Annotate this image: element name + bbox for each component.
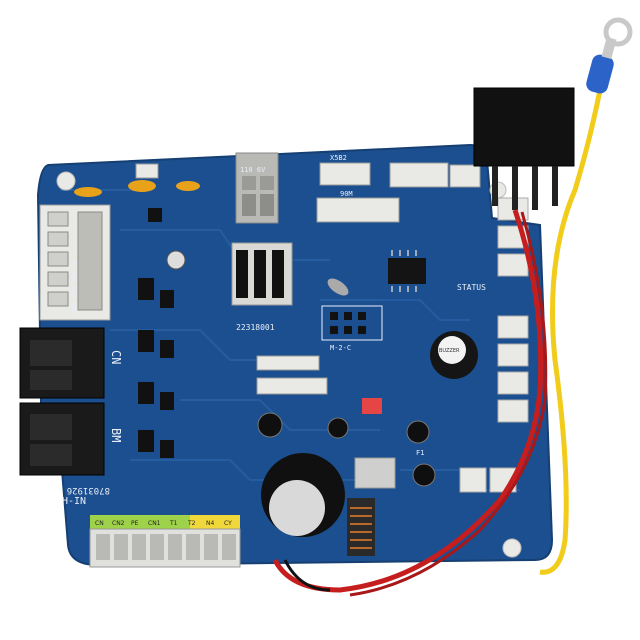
pin-label: T2 (187, 520, 196, 527)
pin-label: CN2 (112, 520, 125, 527)
transistor-column (138, 208, 174, 458)
pin-label: CY (224, 520, 232, 527)
ring-terminal-icon (603, 17, 633, 47)
capacitor-icon (406, 420, 430, 444)
pin-label: N4 (206, 520, 214, 527)
header-strip (256, 377, 328, 395)
jumper-label: M-2-C (330, 344, 351, 352)
x5b2-label: X5B2 (330, 154, 347, 162)
heatsink (231, 242, 293, 306)
top-connector-x5b2 (319, 162, 371, 186)
status-label: STATUS (457, 283, 486, 292)
top-connector-far (449, 164, 481, 188)
header-strip (256, 355, 320, 371)
pin-label: CN1 (148, 520, 161, 527)
ring-terminal-sleeve (586, 54, 614, 94)
red-wire-2 (349, 211, 548, 597)
led-component (362, 398, 382, 414)
ic-chip (388, 258, 426, 284)
h-in-label: H-IN (62, 496, 86, 507)
fuse-label: F1 (416, 449, 424, 457)
yellow-wire (539, 89, 603, 575)
pin-label: PE (131, 520, 139, 527)
cn-label: CN (109, 350, 123, 364)
mount-hole (56, 171, 76, 191)
capacitor-icon (327, 417, 349, 439)
buzzer-text: BUZZER (439, 348, 460, 354)
capacitor-icon (257, 412, 283, 438)
rectifier-block (473, 87, 575, 210)
long-header (316, 197, 400, 223)
white-component (354, 457, 396, 489)
top-connector-small (135, 163, 159, 179)
red-wire (272, 209, 544, 593)
crystal (327, 278, 349, 296)
capacitor-icon (128, 180, 156, 192)
capacitor-icon (74, 187, 102, 197)
serial-number: 87031926 (67, 485, 110, 495)
bottom-terminal-row (89, 515, 241, 568)
bm-label: BM (109, 428, 123, 442)
pin-label: CN (95, 520, 104, 527)
capacitor-icon (176, 181, 200, 191)
black-wire (283, 559, 331, 592)
jumper-block (321, 305, 383, 341)
relay-connector-label: 110 6V (240, 166, 266, 174)
mount-hole (502, 538, 522, 558)
capacitor-icon (166, 250, 186, 270)
capacitor-icon (412, 463, 436, 487)
pin-label: T1 (169, 520, 178, 527)
bottom-pin-labels: CN CN2 PE CN1 T1 T2 N4 CY (95, 520, 232, 527)
90m-label: 90M (340, 190, 353, 198)
top-connector-right (389, 162, 449, 188)
left-header-label: 8V 5V 12V GND (70, 260, 78, 315)
chip-code: 22318001 (236, 323, 275, 332)
